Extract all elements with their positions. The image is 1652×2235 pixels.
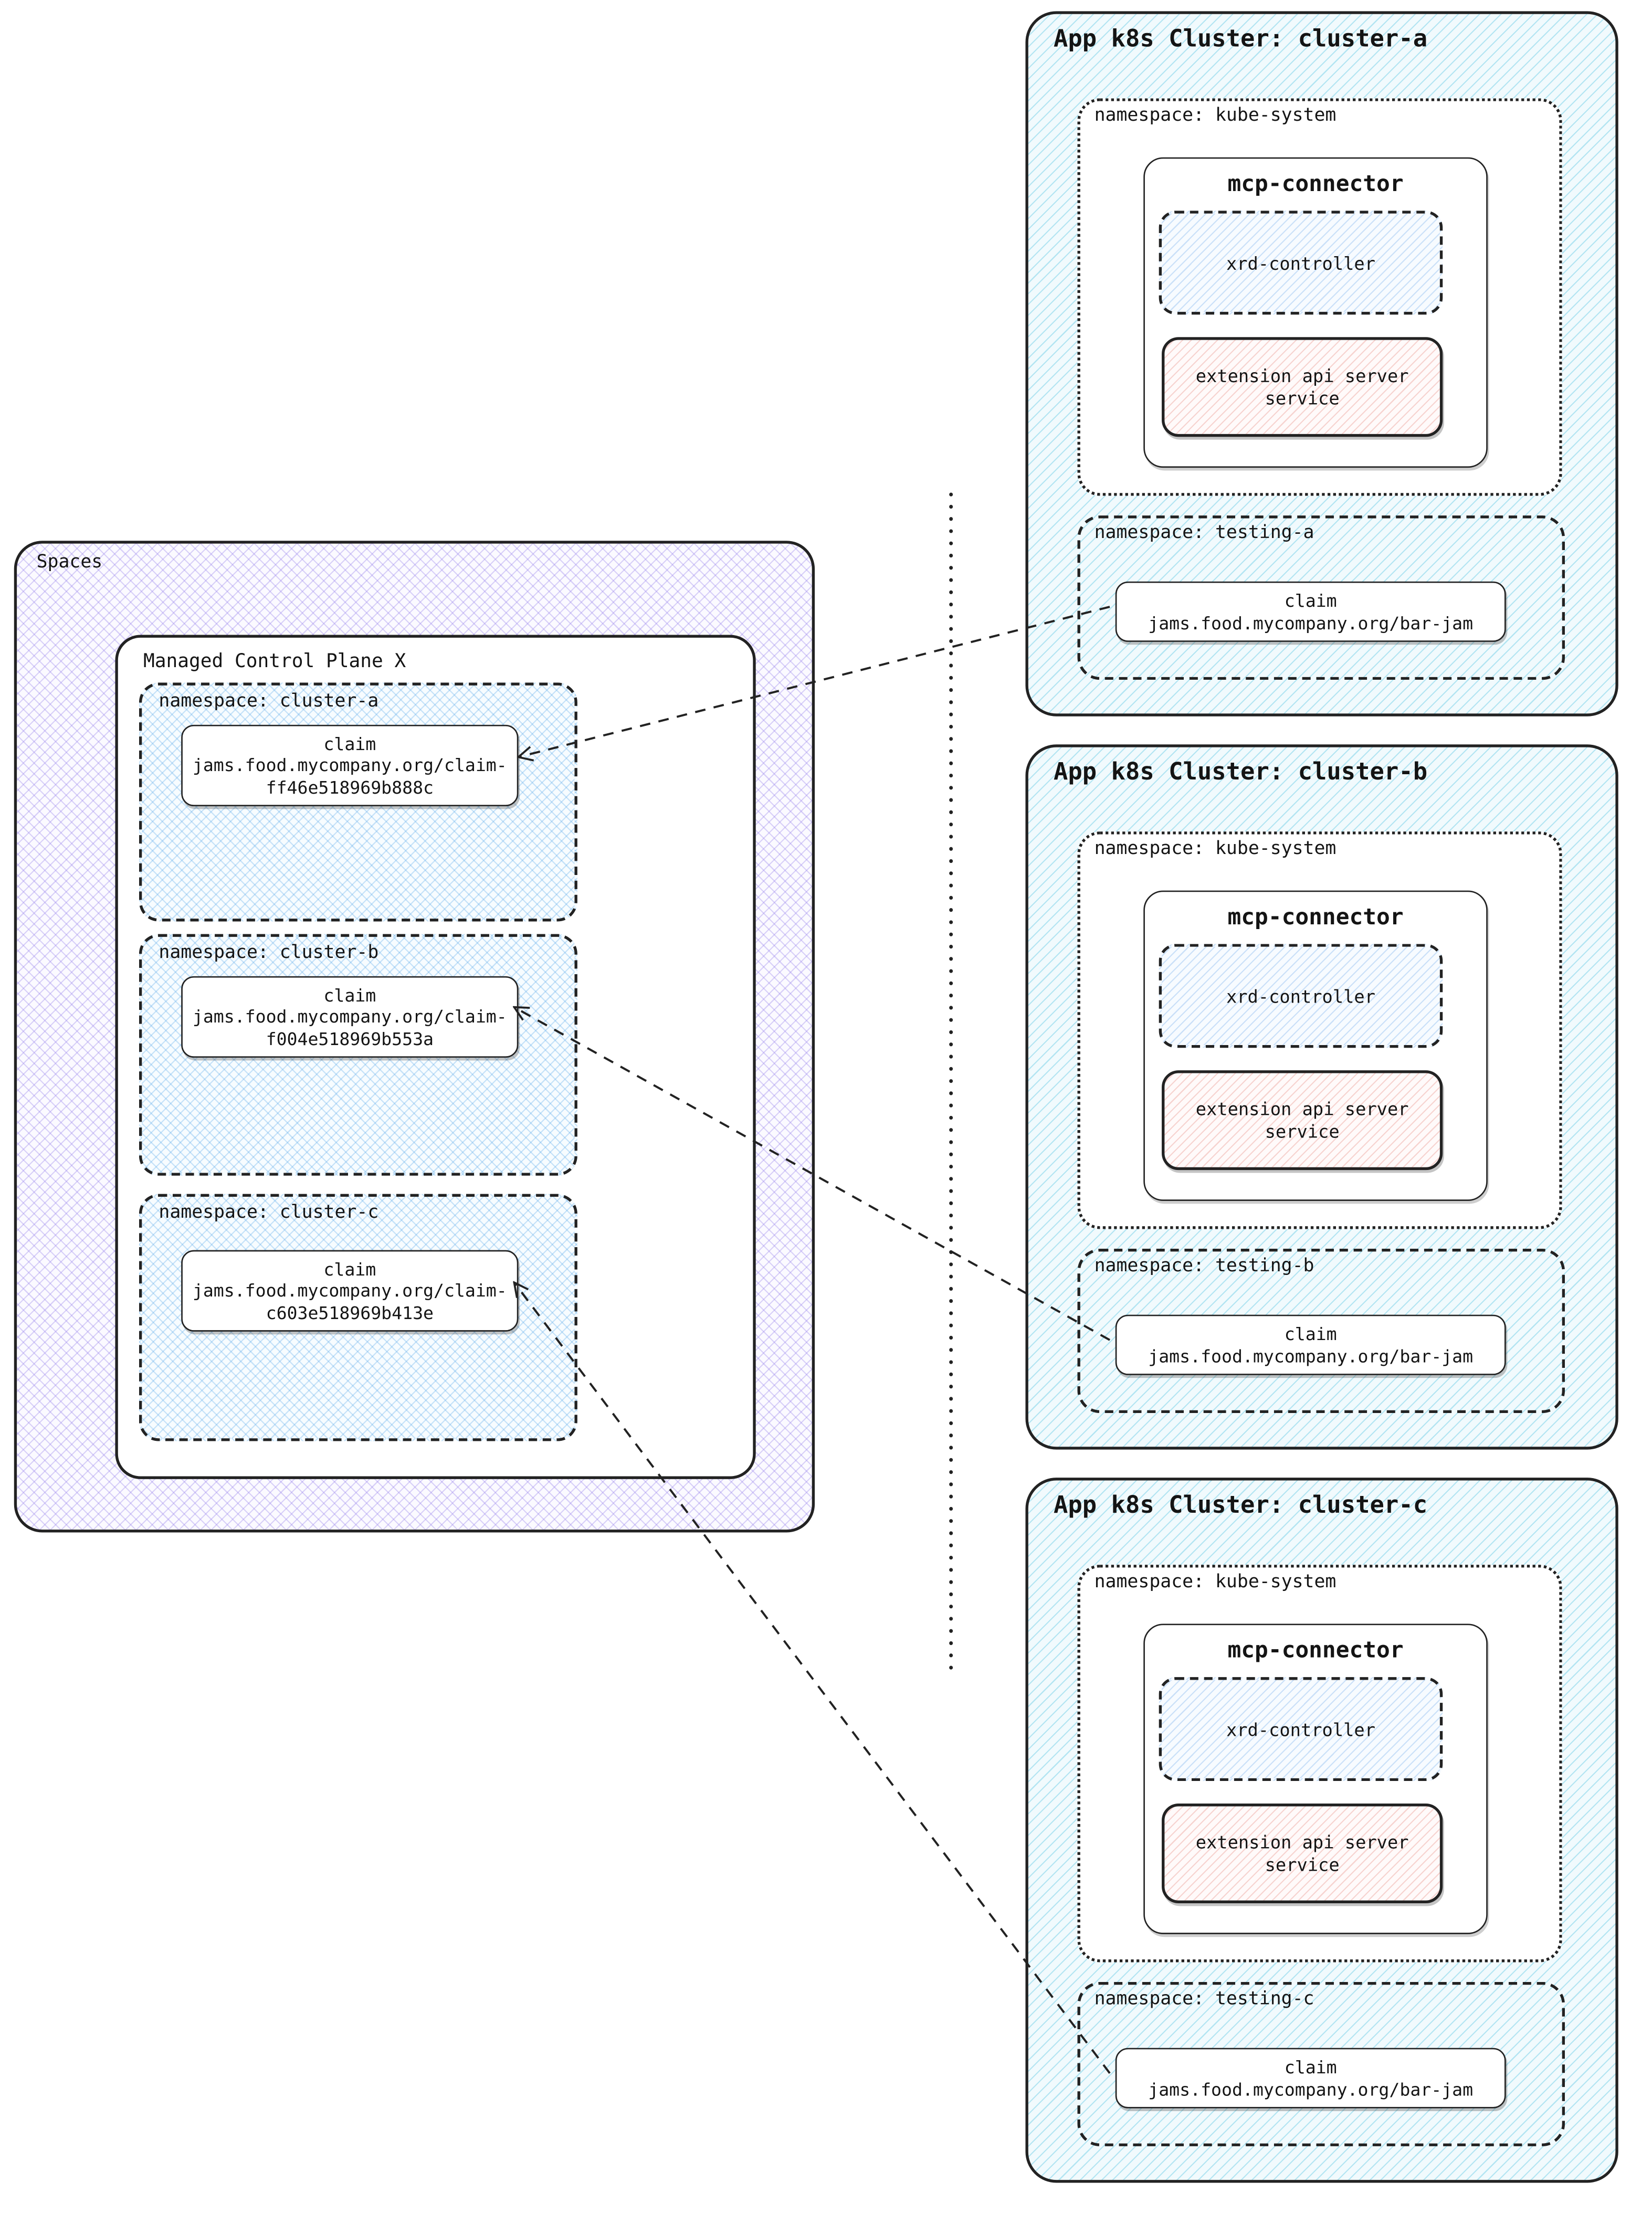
kube-system-label: namespace: kube-system (1094, 838, 1337, 860)
spaces-label: Spaces (36, 552, 103, 573)
namespace-testing-b-box: namespace: testing-b claim jams.food.myc… (1077, 1248, 1565, 1414)
extension-api-server-label: extension api server service (1195, 365, 1409, 408)
claim-name: jams.food.mycompany.org/bar-jam (1148, 612, 1474, 633)
app-cluster-b-title: App k8s Cluster: cluster-b (1054, 758, 1428, 787)
xrd-controller-box-a: xrd-controller (1159, 210, 1443, 315)
extension-api-server-label: extension api server service (1195, 1831, 1409, 1875)
namespace-cluster-b-label: namespace: cluster-b (159, 942, 379, 964)
app-cluster-a-box: App k8s Cluster: cluster-a namespace: ku… (1025, 11, 1618, 716)
claim-box-testing-c: claim jams.food.mycompany.org/bar-jam (1115, 2048, 1506, 2109)
spaces-box: Spaces Managed Control Plane X namespace… (14, 541, 815, 1533)
namespace-testing-a-box: namespace: testing-a claim jams.food.myc… (1077, 515, 1565, 680)
extension-api-server-box-b: extension api server service (1162, 1070, 1443, 1171)
claim-name: jams.food.mycompany.org/claim-c603e51896… (192, 1280, 507, 1323)
kube-system-box-c: namespace: kube-system mcp-connector xrd… (1077, 1565, 1562, 1963)
xrd-controller-label: xrd-controller (1226, 1719, 1376, 1740)
namespace-testing-c-box: namespace: testing-c claim jams.food.myc… (1077, 1981, 1565, 2146)
claim-name: jams.food.mycompany.org/bar-jam (1148, 2078, 1474, 2100)
claim-title: claim (323, 733, 376, 754)
app-cluster-a-title: App k8s Cluster: cluster-a (1054, 25, 1428, 54)
kube-system-box-b: namespace: kube-system mcp-connector xrd… (1077, 831, 1562, 1229)
app-cluster-b-box: App k8s Cluster: cluster-b namespace: ku… (1025, 744, 1618, 1450)
mcp-connector-label: mcp-connector (1227, 1636, 1404, 1663)
claim-name: jams.food.mycompany.org/claim-f004e51896… (192, 1006, 507, 1049)
xrd-controller-label: xrd-controller (1226, 252, 1376, 273)
claim-title: claim (1284, 1323, 1337, 1344)
claim-box-cluster-c: claim jams.food.mycompany.org/claim-c603… (181, 1250, 519, 1332)
claim-title: claim (1284, 2056, 1337, 2078)
claim-box-testing-a: claim jams.food.mycompany.org/bar-jam (1115, 581, 1506, 642)
extension-api-server-box-a: extension api server service (1162, 337, 1443, 437)
namespace-testing-a-label: namespace: testing-a (1094, 522, 1314, 544)
kube-system-label: namespace: kube-system (1094, 105, 1337, 126)
extension-api-server-label: extension api server service (1195, 1098, 1409, 1142)
xrd-controller-box-c: xrd-controller (1159, 1677, 1443, 1781)
extension-api-server-box-c: extension api server service (1162, 1803, 1443, 1903)
app-cluster-c-title: App k8s Cluster: cluster-c (1054, 1491, 1428, 1520)
namespace-testing-c-label: namespace: testing-c (1094, 1989, 1314, 2010)
mcp-connector-box-b: mcp-connector xrd-controller extension a… (1143, 890, 1488, 1201)
managed-control-plane-box: Managed Control Plane X namespace: clust… (115, 635, 756, 1479)
claim-box-cluster-a: claim jams.food.mycompany.org/claim-ff46… (181, 724, 519, 807)
claim-title: claim (1284, 589, 1337, 612)
kube-system-label: namespace: kube-system (1094, 1572, 1337, 1593)
claim-box-testing-b: claim jams.food.mycompany.org/bar-jam (1115, 1314, 1506, 1375)
claim-box-cluster-b: claim jams.food.mycompany.org/claim-f004… (181, 976, 519, 1058)
claim-title: claim (323, 1258, 376, 1280)
xrd-controller-box-b: xrd-controller (1159, 944, 1443, 1048)
claim-name: jams.food.mycompany.org/claim-ff46e51896… (192, 754, 507, 798)
mcp-connector-box-c: mcp-connector xrd-controller extension a… (1143, 1623, 1488, 1934)
managed-control-plane-label: Managed Control Plane X (143, 650, 406, 673)
namespace-cluster-c-box: namespace: cluster-c claim jams.food.myc… (139, 1194, 577, 1441)
mcp-connector-box-a: mcp-connector xrd-controller extension a… (1143, 157, 1488, 468)
namespace-testing-b-label: namespace: testing-b (1094, 1256, 1314, 1277)
xrd-controller-label: xrd-controller (1226, 985, 1376, 1007)
namespace-cluster-a-label: namespace: cluster-a (159, 691, 379, 712)
namespace-cluster-a-box: namespace: cluster-a claim jams.food.myc… (139, 682, 577, 922)
mcp-connector-label: mcp-connector (1227, 903, 1404, 930)
namespace-cluster-b-box: namespace: cluster-b claim jams.food.myc… (139, 934, 577, 1176)
claim-title: claim (323, 984, 376, 1006)
mcp-connector-label: mcp-connector (1227, 170, 1404, 197)
app-cluster-c-box: App k8s Cluster: cluster-c namespace: ku… (1025, 1478, 1618, 2183)
claim-name: jams.food.mycompany.org/bar-jam (1148, 1345, 1474, 1366)
kube-system-box-a: namespace: kube-system mcp-connector xrd… (1077, 98, 1562, 496)
namespace-cluster-c-label: namespace: cluster-c (159, 1202, 379, 1224)
